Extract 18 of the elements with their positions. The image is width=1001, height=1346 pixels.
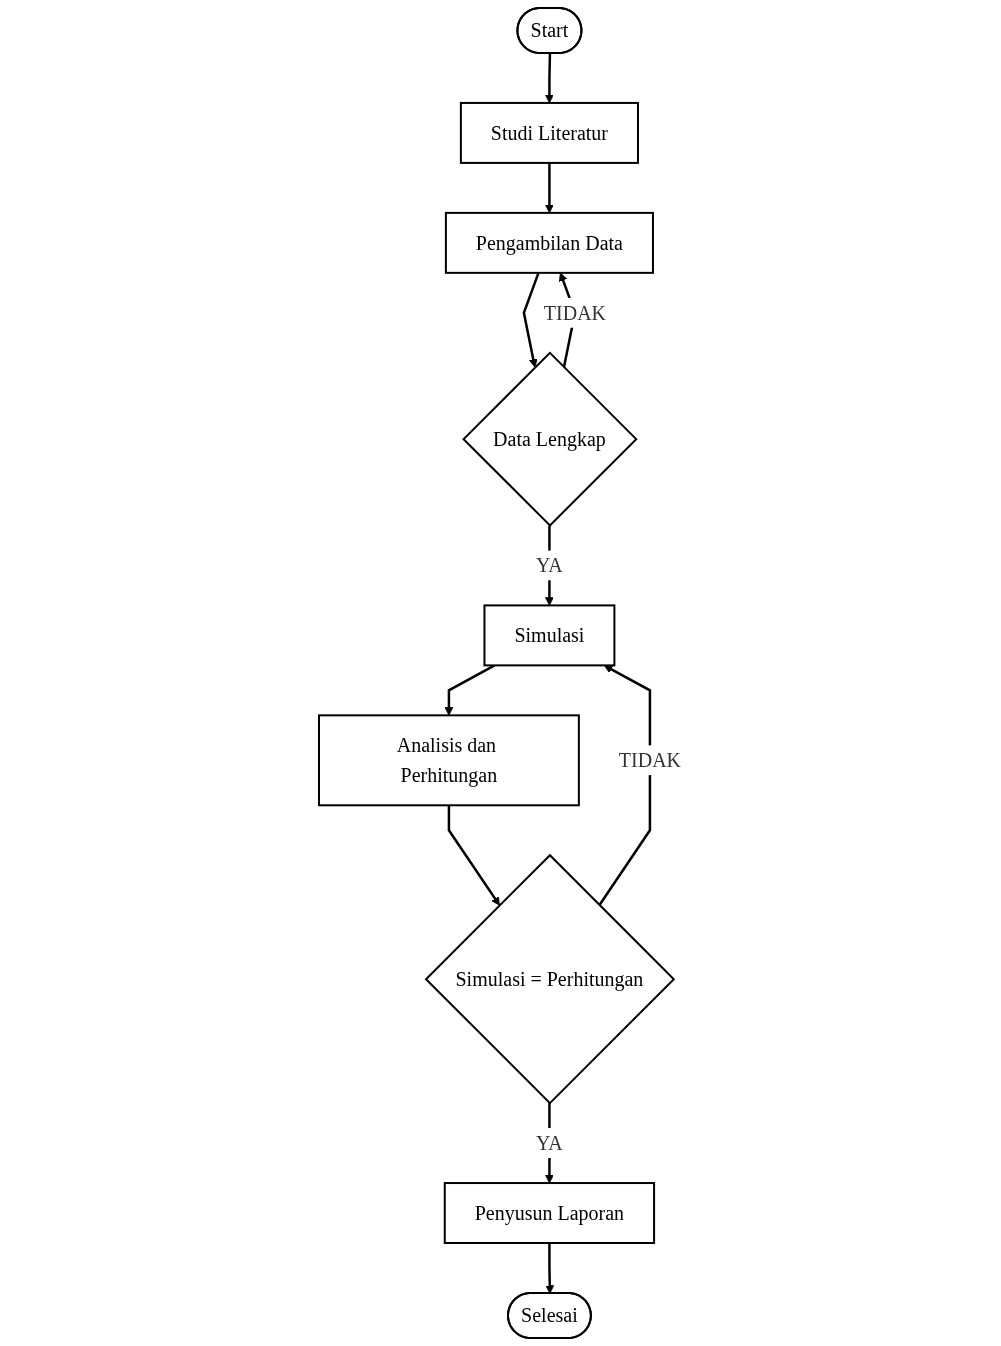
node-box: Simulasi: [483, 604, 616, 667]
edge-label: TIDAK: [619, 749, 682, 772]
node-diamond: Data Lengkap: [462, 351, 639, 527]
arrow: [523, 272, 541, 368]
arrow: [545, 1243, 555, 1294]
node-box: Studi Literatur: [460, 101, 640, 164]
edge-label: YA: [536, 1132, 564, 1155]
edge-label: TIDAK: [544, 301, 607, 324]
node-box: Analisis dan Perhitungan: [318, 714, 581, 807]
arrow: [598, 665, 652, 906]
node-box: Penyusun Laporan: [444, 1182, 656, 1244]
node-diamond: Simulasi = Perhitungan: [425, 853, 676, 1105]
arrow: [448, 805, 501, 906]
arrow: [545, 162, 555, 214]
node-box: Pengambilan Data: [445, 211, 655, 274]
arrow: [545, 53, 555, 104]
arrow: [445, 664, 496, 716]
edge-label: YA: [536, 554, 564, 577]
